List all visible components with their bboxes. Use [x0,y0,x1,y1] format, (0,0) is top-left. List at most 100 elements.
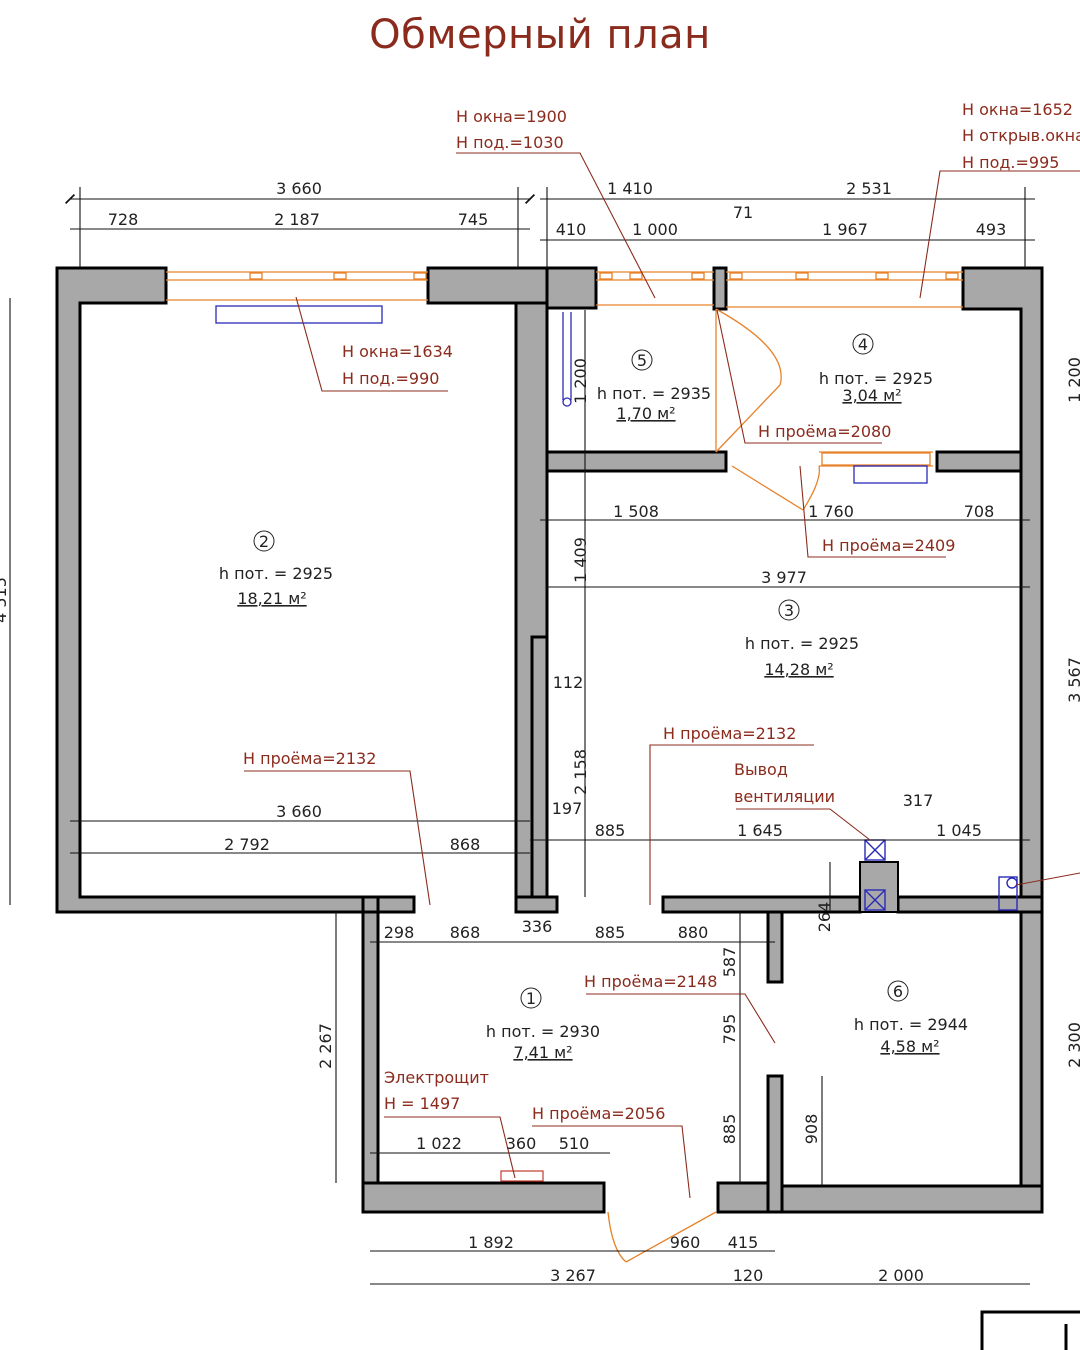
room-3-number: 3 [784,601,794,620]
radiators [215,305,928,484]
dim-3660-b: 3 660 [276,802,322,821]
dim-3977: 3 977 [761,568,807,587]
dim-top-1967: 1 967 [822,220,868,239]
wall-pier [712,266,728,311]
wall-r1-bottom-left [361,1181,606,1214]
dim-top-493: 493 [976,220,1007,239]
dim-v-587: 587 [720,947,739,978]
dim-v-2158: 2 158 [571,749,590,795]
dimension-lines [9,187,1035,1285]
dim-880: 880 [678,923,709,942]
note-win-top-h: Н окна=1900 [456,107,567,126]
dim-708: 708 [964,502,995,521]
note-door-2056: Н проёма=2056 [532,1104,665,1123]
wall-room5-top [545,266,598,310]
room-5-label: 5 h пот. = 2935 1,70 м² [597,349,711,423]
dim-317: 317 [903,791,934,810]
annotations: Н окна=1900 Н под.=1030 Н окна=1652 Н от… [243,100,1080,1123]
room-6-height: h пот. = 2944 [854,1015,968,1034]
dim-960: 960 [670,1233,701,1252]
wall-room2-left [55,266,416,914]
room-1-height: h пот. = 2930 [486,1022,600,1041]
room-3-height: h пот. = 2925 [745,634,859,653]
wall-r4-bottom [935,450,1023,473]
note-door-2080: Н проёма=2080 [758,422,891,441]
note-win-right-open: Н открыв.окна= [962,126,1080,145]
dim-top-1000: 1 000 [632,220,678,239]
dim-298: 298 [384,923,415,942]
dim-edge-1200: 1 200 [1065,357,1080,403]
note-win-right-h: Н окна=1652 [962,100,1073,119]
dim-2792: 2 792 [224,835,270,854]
note-vent-1: Вывод [734,760,788,779]
room-2-number: 2 [259,532,269,551]
room-1-number: 1 [526,989,536,1008]
dim-top-2531: 2 531 [846,179,892,198]
room-6-label: 6 h пот. = 2944 4,58 м² [854,980,968,1056]
dim-edge-3567: 3 567 [1065,657,1080,703]
leader-lines [244,152,1080,1199]
dim-top-2187: 2 187 [274,210,320,229]
dim-1645: 1 645 [737,821,783,840]
dim-edge-4515: 4 515 [0,577,10,623]
note-panel-1: Электрощит [384,1068,489,1087]
dim-v-1409: 1 409 [571,537,590,583]
dim-v-885: 885 [720,1114,739,1145]
wall-r3-left [530,471,549,899]
room-4-height: h пот. = 2925 [819,369,933,388]
dim-336: 336 [522,917,553,936]
wall-r6-right [1019,910,1044,1214]
note-vent-2: вентиляции [734,787,835,806]
note-win-top-sill: Н под.=1030 [456,133,564,152]
dim-top-71: 71 [733,203,753,222]
room-1-label: 1 h пот. = 2930 7,41 м² [486,987,600,1062]
room-3-label: 3 h пот. = 2925 14,28 м² [745,599,859,679]
note-door-2132-mid: Н проёма=2132 [663,724,796,743]
wall-r1-r6-partition-a [766,910,784,984]
dim-885-a: 885 [595,821,626,840]
wall-room4-top [961,266,1044,912]
room-6-area: 4,58 м² [880,1037,939,1056]
room-6-number: 6 [893,982,903,1001]
note-panel-2: Н = 1497 [384,1094,460,1113]
dim-2000: 2 000 [878,1266,924,1285]
note-win-right-sill: Н под.=995 [962,153,1059,172]
dim-197: 197 [552,799,583,818]
dim-112: 112 [553,673,584,692]
note-door-2409: Н проёма=2409 [822,536,955,555]
dim-1760: 1 760 [808,502,854,521]
dim-415: 415 [728,1233,759,1252]
room-labels: 2 h пот. = 2925 18,21 м² 5 h пот. = 2935… [219,333,968,1062]
page-title: Обмерный план [369,12,711,58]
wall-r3-bottom-c [896,895,1044,914]
note-door-2148: Н проёма=2148 [584,972,717,991]
doors [607,308,821,1263]
room-2-area: 18,21 м² [237,589,306,608]
wall-r1-top-left [361,895,380,914]
wall-r3-bottom-a [514,895,559,914]
dim-1045: 1 045 [936,821,982,840]
wall-r1-left [361,910,380,1185]
dim-510: 510 [559,1134,590,1153]
note-win-room2-h: Н окна=1634 [342,342,453,361]
dim-1508: 1 508 [613,502,659,521]
room-5-number: 5 [637,351,647,370]
room-2-label: 2 h пот. = 2925 18,21 м² [219,530,333,608]
electric-panel [500,1170,544,1182]
dim-v-1200: 1 200 [571,358,590,404]
room-2-height: h пот. = 2925 [219,564,333,583]
room-3-area: 14,28 м² [764,660,833,679]
dim-1022: 1 022 [416,1134,462,1153]
dim-3267: 3 267 [550,1266,596,1285]
dim-v-908: 908 [802,1114,821,1145]
dim-868-b: 868 [450,923,481,942]
wall-r5-bottom [545,450,728,473]
dim-868-a: 868 [450,835,481,854]
dim-120: 120 [733,1266,764,1285]
room-5-area: 1,70 м² [616,404,675,423]
note-win-room2-sill: Н под.=990 [342,369,439,388]
dim-top-410: 410 [556,220,587,239]
room-4-number: 4 [858,335,868,354]
room-1-area: 7,41 м² [513,1043,572,1062]
